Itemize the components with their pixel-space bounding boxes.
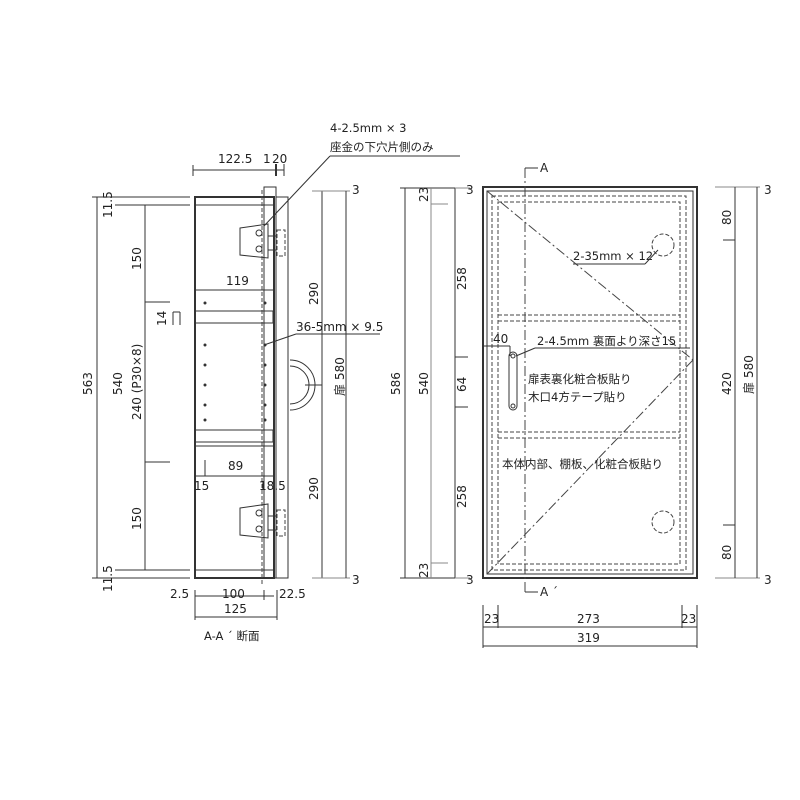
dim-bottom-gap: 3 [352, 573, 360, 587]
shelf-pin-holes [203, 301, 267, 422]
front-right-bottom: 80 [720, 545, 734, 560]
front-bottom-left: 23 [484, 612, 499, 626]
front-dim-lower: 258 [455, 485, 469, 508]
note-screw-line2: 座金の下穴片側のみ [330, 140, 434, 154]
front-right-door-total: 580 [742, 355, 756, 378]
dim-top-margin: 11.5 [101, 191, 115, 218]
dim-top-gap: 3 [352, 183, 360, 197]
dim-bottom-left: 2.5 [170, 587, 189, 601]
front-dim-total: 586 [389, 372, 403, 395]
dim-bottom-total: 125 [224, 602, 247, 616]
dim-handle-offset: 40 [493, 332, 508, 346]
dim-left-offset: 15 [194, 479, 209, 493]
dim-right-offset: 18.5 [259, 479, 286, 493]
front-dim-top-gap: 3 [466, 183, 474, 197]
dim-middle: 240 (P30×8) [130, 344, 144, 420]
front-right-middle: 420 [720, 372, 734, 395]
note-door-finish-2: 木口4方テープ貼り [528, 390, 627, 404]
dim-upper-door: 290 [307, 282, 321, 305]
dim-lower-shelf: 89 [228, 459, 243, 473]
dim-upper: 150 [130, 247, 144, 270]
front-dim-handle: 64 [455, 377, 469, 392]
dim-gap-top: 1 [263, 152, 271, 166]
front-bottom-middle: 273 [577, 612, 600, 626]
front-right-top-gap: 3 [764, 183, 772, 197]
note-door-finish-1: 扉表裏化粧合板貼り [528, 372, 632, 386]
dim-shelf-thickness: 14 [155, 311, 169, 326]
section-view: 122.5 1 20 4-2.5mm × 3 座金の下穴片側のみ 563 540… [81, 121, 460, 643]
section-marker-bottom: A ´ [540, 585, 558, 599]
note-screw-line1: 4-2.5mm × 3 [330, 121, 406, 135]
front-bottom-right: 23 [681, 612, 696, 626]
front-bottom-total: 319 [577, 631, 600, 645]
front-dim-body: 540 [417, 372, 431, 395]
front-dim-bottom: 23 [417, 563, 431, 578]
dim-door-top: 20 [272, 152, 287, 166]
label-door: 扉 [333, 384, 347, 396]
front-view: 586 540 23 23 258 64 258 3 3 A A ´ 2-35m… [389, 161, 772, 648]
front-right-door-label: 扉 [742, 382, 756, 394]
front-dim-top: 23 [417, 187, 431, 202]
front-right-bottom-gap: 3 [764, 573, 772, 587]
section-marker-top: A [540, 161, 549, 175]
note-shelf-pins: 36-5mm × 9.5 [296, 320, 383, 334]
section-title: A-A ´ 断面 [204, 629, 259, 643]
dim-total-height: 563 [81, 372, 95, 395]
dim-bottom-middle: 100 [222, 587, 245, 601]
front-dim-upper: 258 [455, 267, 469, 290]
dim-lower: 150 [130, 507, 144, 530]
dim-door-total: 580 [333, 357, 347, 380]
front-dim-bottom-gap: 3 [466, 573, 474, 587]
dim-upper-shelf: 119 [226, 274, 249, 288]
dim-lower-door: 290 [307, 477, 321, 500]
dim-bottom-margin: 11.5 [101, 565, 115, 592]
dim-depth-top: 122.5 [218, 152, 252, 166]
front-right-top: 80 [720, 210, 734, 225]
dim-body-height: 540 [111, 372, 125, 395]
note-body-finish: 本体内部、棚板、化粧合板貼り [502, 457, 663, 471]
note-hinge-holes: 2-35mm × 12 [573, 249, 653, 263]
note-handle-holes: 2-4.5mm 裏面より深さ15 [537, 334, 676, 348]
dim-bottom-right: 22.5 [279, 587, 306, 601]
